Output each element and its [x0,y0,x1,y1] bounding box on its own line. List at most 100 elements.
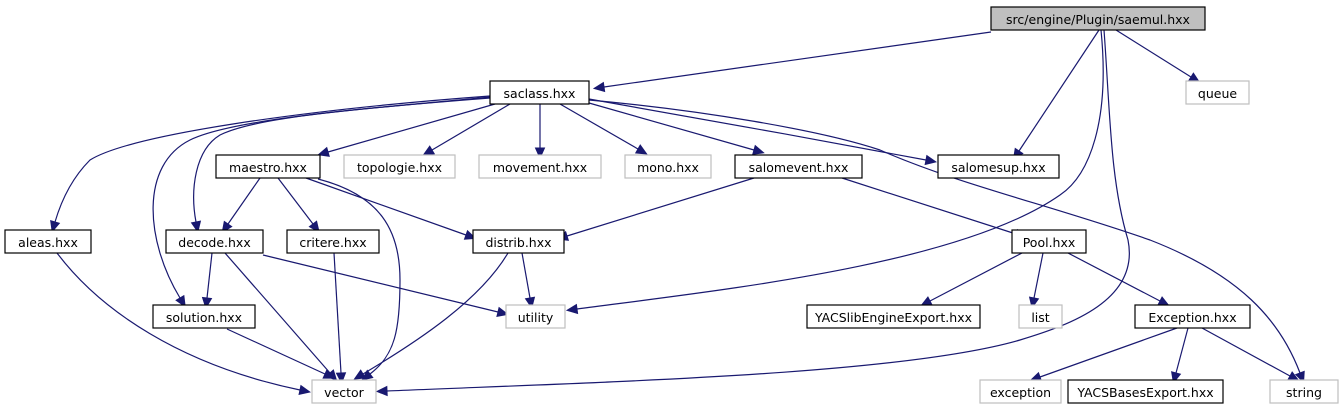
node-box [152,304,256,329]
edge-solution-to-vector [226,328,336,379]
edge-line [576,29,1104,310]
node-box [1011,229,1087,254]
edge-saclass-to-solution [152,97,491,308]
edge-pool-to-exception_hxx [1067,252,1170,307]
node-aleas[interactable]: aleas.hxx [4,229,92,254]
edge-line [227,177,261,225]
node-box [1134,304,1251,329]
arrowhead-icon [752,144,765,155]
node-vector: vector [311,379,377,404]
edge-saemul-to-saclass [592,31,992,93]
node-list: list [1018,304,1063,329]
node-label: Pool.hxx [1023,235,1076,250]
node-label: queue [1198,86,1237,101]
edge-saemul-to-salomesup [1012,29,1100,161]
edge-line [224,252,331,374]
node-box [1018,304,1063,329]
edge-exception_hxx-to-yacsbases [1171,327,1189,384]
edge-critere-to-vector [333,252,347,385]
node-queue: queue [1185,80,1250,105]
arrowhead-icon [353,369,367,380]
edge-saclass-to-maestro [317,103,496,157]
edge-salomevent-to-pool [841,177,1027,239]
node-salomesup[interactable]: salomesup.hxx [937,154,1060,179]
node-box [505,304,566,329]
edge-line [226,328,326,375]
edge-saemul-to-utility [565,29,1104,315]
node-box [4,229,92,254]
node-box [311,379,377,404]
node-distrib[interactable]: distrib.hxx [472,229,565,254]
node-box [624,154,712,179]
edge-line [277,177,314,225]
edge-saclass-to-salomevent [588,102,765,155]
node-layer: src/engine/Plugin/saemul.hxx saclass.hxx q… [4,6,1339,404]
node-exception-hxx[interactable]: Exception.hxx [1134,304,1251,329]
edge-exception_hxx-to-string [1201,327,1300,382]
node-label: YACSlibEngineExport.hxx [814,310,972,325]
arrowhead-icon [375,385,388,397]
node-saemul[interactable]: src/engine/Plugin/saemul.hxx [990,6,1206,31]
edge-line [1201,327,1291,377]
edge-line [54,95,491,223]
node-box [478,154,602,179]
edge-pool-to-list [1028,252,1044,310]
node-decode[interactable]: decode.hxx [165,229,264,254]
edge-line [56,252,301,391]
edge-saemul-to-vector [375,29,1130,397]
node-box [1269,379,1339,404]
arrowhead-icon [496,306,509,318]
node-mono: mono.hxx [624,154,712,179]
node-critere[interactable]: critere.hxx [286,229,380,254]
edge-exception_hxx-to-exception [1029,327,1178,382]
node-box [215,154,321,179]
node-label: movement.hxx [493,160,587,175]
edge-saemul-to-queue [1115,29,1201,83]
node-solution[interactable]: solution.hxx [152,304,256,329]
node-label: Exception.hxx [1148,310,1236,325]
edge-saclass-to-movement [534,104,546,160]
edge-line [1175,327,1189,374]
edge-decode-to-solution [201,252,213,310]
node-box [286,229,380,254]
edge-line [386,29,1130,392]
node-box [734,154,863,179]
node-yacsbases[interactable]: YACSBasesExport.hxx [1067,379,1224,404]
node-label: topologie.hxx [357,160,442,175]
arrowhead-icon [920,296,933,307]
arrowhead-icon [322,368,336,379]
edge-saclass-to-aleas [50,95,491,233]
edge-line [559,103,639,150]
node-box [343,154,456,179]
edge-line [1018,29,1100,152]
edge-saclass-to-string [588,99,1305,384]
edge-line [588,99,1301,374]
node-saclass[interactable]: saclass.hxx [489,80,590,105]
edge-line [588,98,927,161]
arrowhead-icon [298,384,311,396]
node-box [1067,379,1224,404]
edge-line [929,252,1023,302]
edge-line [841,177,1017,235]
node-salomevent[interactable]: salomevent.hxx [734,154,863,179]
node-label: vector [324,385,365,400]
edge-line [588,102,755,151]
node-yacslib[interactable]: YACSlibEngineExport.hxx [806,304,981,329]
arrowhead-icon [534,147,546,160]
node-label: exception [990,385,1051,400]
node-box [806,304,981,329]
edge-line [1033,252,1044,299]
edge-line [317,178,401,375]
node-maestro[interactable]: maestro.hxx [215,154,321,179]
node-label: decode.hxx [178,235,250,250]
node-box [165,229,264,254]
edge-line [262,254,499,313]
arrowhead-icon [308,220,320,233]
edge-maestro-to-critere [277,177,320,233]
arrowhead-icon [634,144,648,155]
edge-saclass-to-salomesup [588,98,938,166]
arrowhead-icon [924,154,938,166]
arrowhead-icon [190,220,202,234]
edge-line [362,252,509,375]
node-pool[interactable]: Pool.hxx [1011,229,1087,254]
